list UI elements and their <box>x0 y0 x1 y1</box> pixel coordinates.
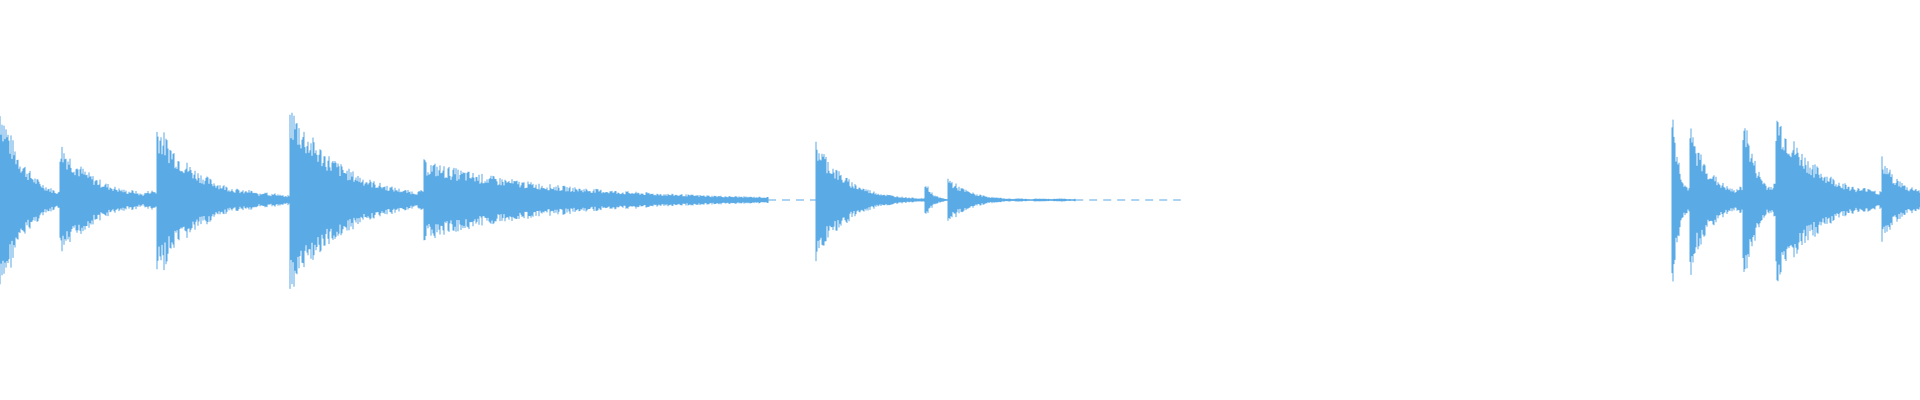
waveform-transient <box>289 112 425 289</box>
waveform-peak-path <box>0 116 62 285</box>
waveform-transient <box>1775 120 1883 282</box>
waveform-transient <box>59 146 158 252</box>
waveform-peak-path <box>1742 128 1777 272</box>
waveform-transient <box>156 131 266 271</box>
waveform-peak-path <box>264 192 291 208</box>
waveform-transient <box>924 186 949 214</box>
waveform-peak-path <box>289 112 425 289</box>
waveform-transient <box>264 192 291 208</box>
waveform-transient <box>815 141 926 262</box>
waveform-transient <box>947 178 1076 221</box>
waveform-peak-path <box>1671 119 1691 282</box>
waveform-transient <box>1881 156 1920 242</box>
waveform-peak-path <box>947 178 1076 221</box>
waveform-peak-path <box>1689 128 1744 275</box>
waveform-peak-path <box>924 186 949 214</box>
waveform-peak-path <box>815 141 926 262</box>
waveform-transient <box>1689 128 1744 275</box>
waveform-peak-path <box>1881 156 1920 242</box>
waveform-transient <box>1742 128 1777 272</box>
waveform-peak-path <box>1775 120 1883 282</box>
waveform-peak-path <box>156 131 266 271</box>
waveform-peak-path <box>59 146 158 252</box>
waveform-transient <box>1671 119 1691 282</box>
waveform-transient <box>0 116 62 285</box>
